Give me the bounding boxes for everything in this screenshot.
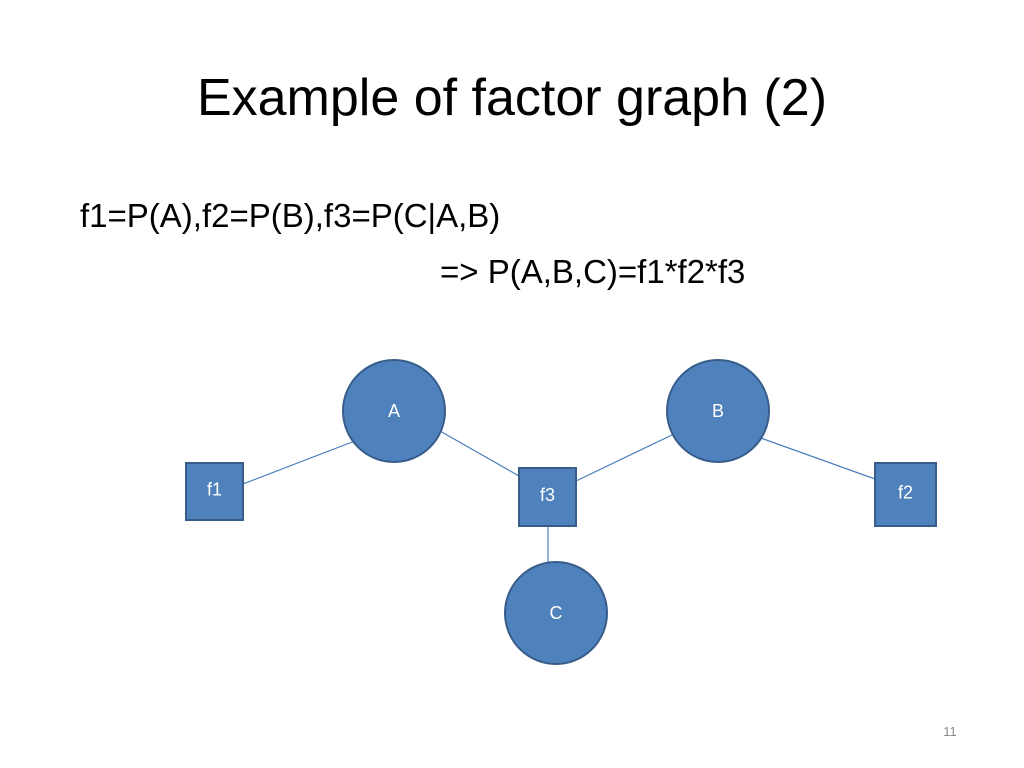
slide-title: Example of factor graph (2) bbox=[196, 69, 828, 127]
variable-node-label: A bbox=[388, 401, 400, 421]
variable-node-label: C bbox=[550, 603, 563, 623]
factor-node-f3: f3 bbox=[518, 467, 577, 527]
factor-node-label: f3 bbox=[540, 485, 555, 505]
variable-node-circle bbox=[342, 359, 446, 463]
edge-b-f3 bbox=[575, 433, 675, 482]
equation-line-1: f1=P(A),f2=P(B),f3=P(C|A,B) bbox=[80, 197, 501, 234]
factor-node-box bbox=[185, 462, 244, 521]
variable-node-circle bbox=[504, 561, 608, 665]
variable-node-circle bbox=[666, 359, 770, 463]
variable-node-label: B bbox=[712, 401, 724, 421]
nodes-layer: A B Cf1 f2 f3 bbox=[185, 359, 937, 665]
page-number: 11 bbox=[943, 724, 957, 739]
variable-node-a: A bbox=[342, 359, 446, 463]
edge-a-f1 bbox=[242, 433, 374, 485]
factor-node-label: f2 bbox=[898, 483, 913, 503]
variable-node-c: C bbox=[504, 561, 608, 665]
edge-a-f3 bbox=[439, 430, 520, 477]
factor-node-box bbox=[518, 467, 577, 527]
edge-b-f2 bbox=[757, 436, 876, 480]
equation-line-2: => P(A,B,C)=f1*f2*f3 bbox=[440, 253, 746, 290]
variable-node-b: B bbox=[666, 359, 770, 463]
factor-node-f2: f2 bbox=[874, 462, 937, 527]
factor-node-box bbox=[874, 462, 937, 527]
factor-node-f1: f1 bbox=[185, 462, 244, 521]
edges-layer bbox=[242, 430, 876, 562]
factor-node-label: f1 bbox=[207, 480, 222, 500]
